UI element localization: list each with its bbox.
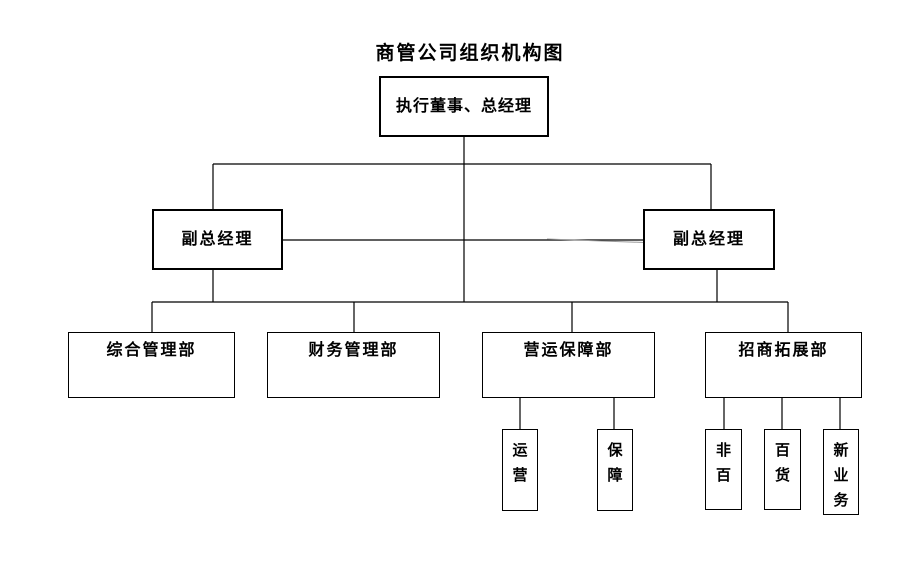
node-label: 财务管理部 [308, 342, 399, 359]
node-team-department-store: 百货 [764, 429, 801, 510]
node-team-support: 保障 [597, 429, 633, 511]
chart-title: 商管公司组织机构图 [375, 43, 565, 64]
node-label: 招商拓展部 [738, 342, 829, 359]
node-label: 综合管理部 [106, 342, 197, 359]
node-label: 执行董事、总经理 [395, 97, 532, 115]
node-label: 新业务 [833, 443, 849, 509]
node-label: 副总经理 [181, 230, 254, 248]
node-team-new-business: 新业务 [823, 429, 859, 515]
node-label: 营运保障部 [523, 342, 614, 359]
node-team-non-department-store: 非百 [705, 429, 742, 510]
node-label: 百货 [774, 443, 790, 484]
node-dept-finance-management: 财务管理部 [267, 332, 440, 398]
node-label: 保障 [607, 443, 623, 484]
node-executive-director-gm: 执行董事、总经理 [379, 76, 549, 137]
node-deputy-gm-left: 副总经理 [152, 209, 283, 270]
node-deputy-gm-right: 副总经理 [643, 209, 775, 270]
node-label: 副总经理 [672, 230, 745, 248]
node-label: 非百 [715, 443, 731, 484]
node-dept-general-management: 综合管理部 [68, 332, 235, 398]
connector-deputy-link-artifact [546, 238, 645, 243]
node-dept-merchant-expansion: 招商拓展部 [705, 332, 862, 398]
node-team-operations: 运营 [502, 429, 538, 511]
node-label: 运营 [512, 443, 528, 484]
node-dept-operations-support: 营运保障部 [482, 332, 655, 398]
